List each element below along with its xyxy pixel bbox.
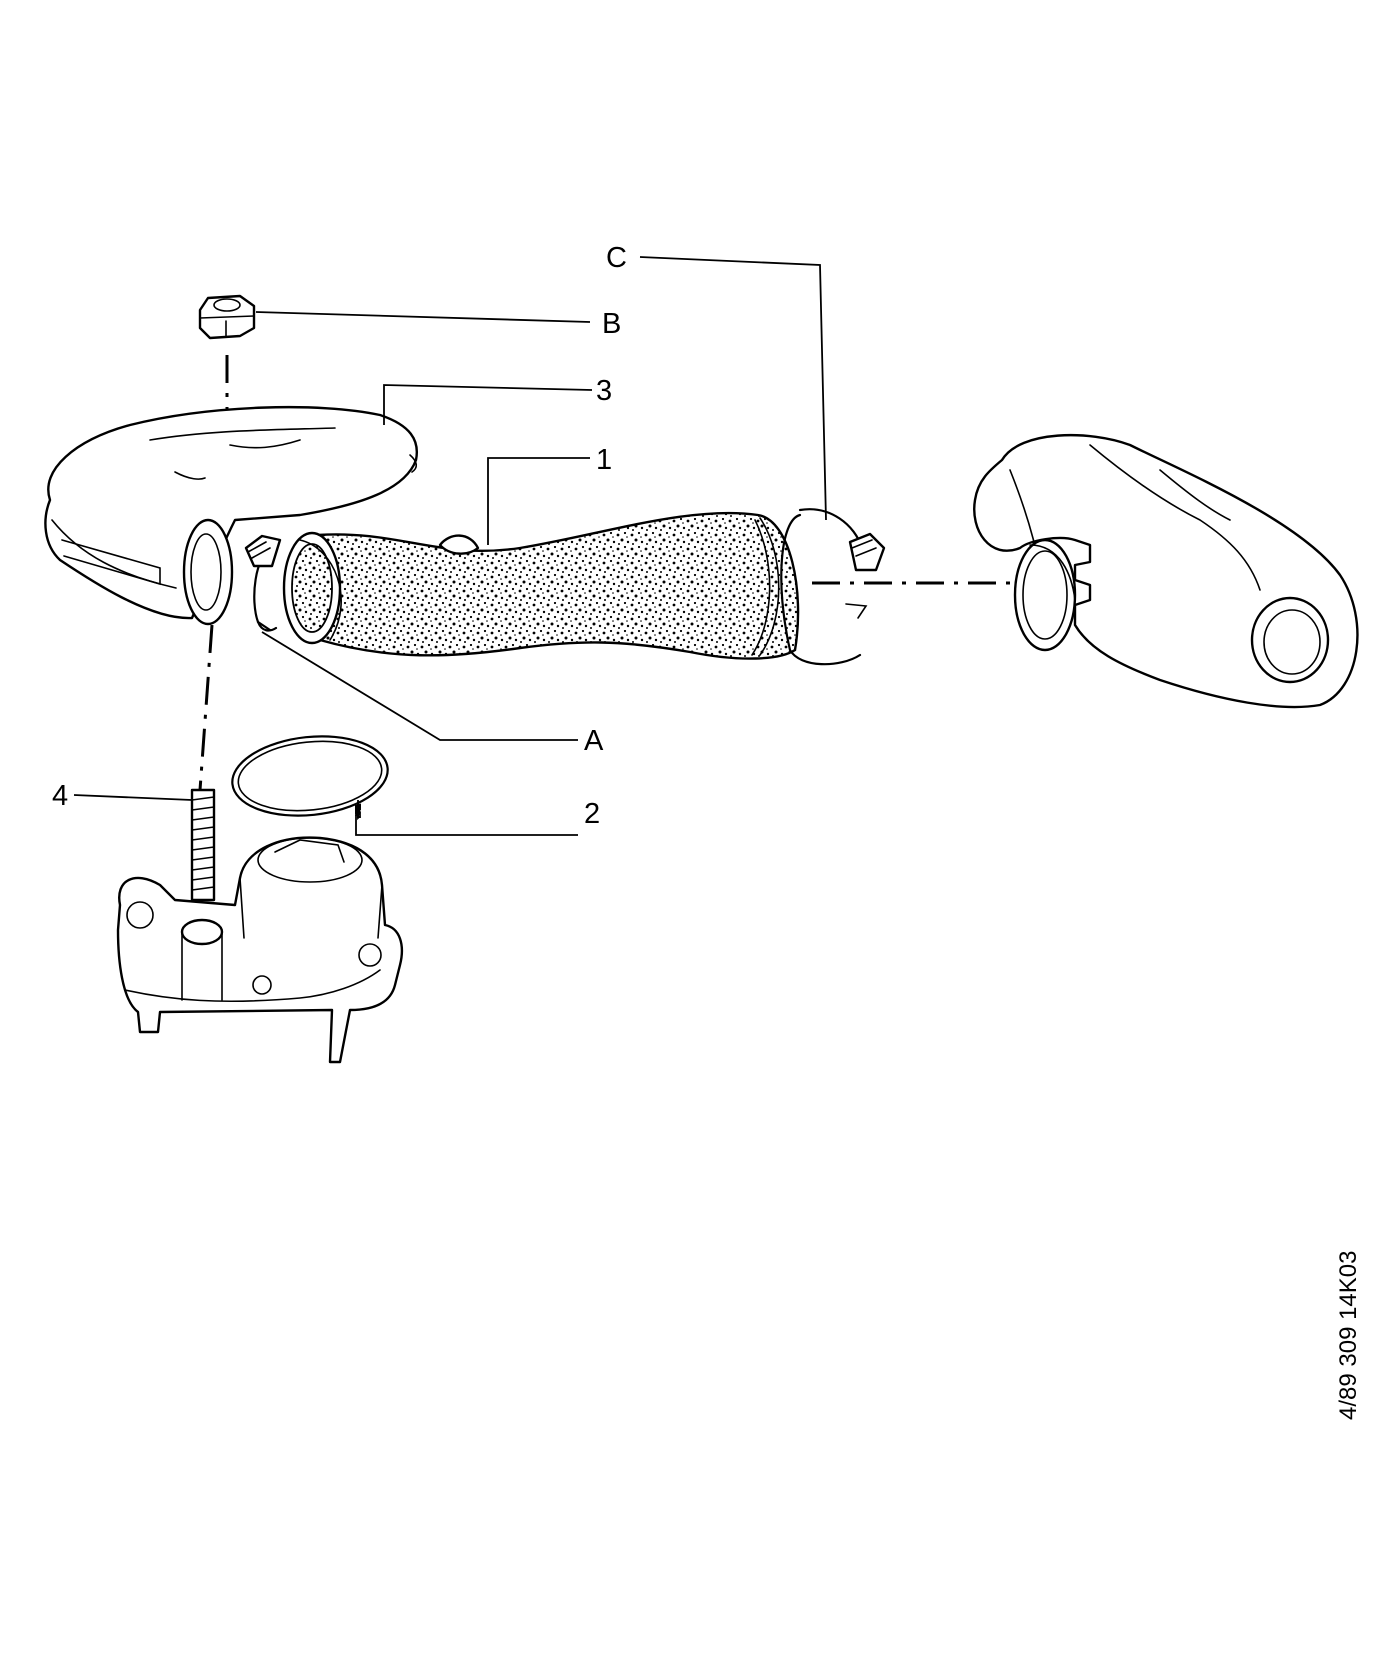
gasket-ring xyxy=(231,735,389,817)
leader-lines xyxy=(73,256,827,813)
reference-code: 4/89 309 14K03 xyxy=(1335,1251,1362,1421)
callout-c: C xyxy=(606,242,627,274)
intake-hose xyxy=(282,511,800,660)
air-filter-cover xyxy=(44,405,419,626)
leader-c xyxy=(639,256,827,521)
stud-axis-lower xyxy=(198,624,214,791)
threaded-stud xyxy=(190,788,216,902)
callout-a: A xyxy=(584,725,604,757)
leader-b xyxy=(255,311,591,323)
callout-3: 3 xyxy=(596,375,612,407)
leader-4 xyxy=(73,794,193,801)
leader-a xyxy=(261,631,578,741)
callout-4: 4 xyxy=(52,780,68,812)
hose-clip-left xyxy=(244,534,282,632)
leader-gasket-callout xyxy=(355,813,578,836)
carburettor-body xyxy=(116,836,404,1064)
hex-nut xyxy=(198,294,256,340)
callout-2: 2 xyxy=(584,798,600,830)
leader-1 xyxy=(487,457,590,545)
air-filter-housing xyxy=(973,434,1359,709)
callout-labels: C B 3 1 A 2 4 xyxy=(52,242,627,830)
leader-3 xyxy=(383,384,593,425)
hose-clip-right xyxy=(780,508,886,666)
callout-b: B xyxy=(602,308,621,340)
callout-1: 1 xyxy=(596,444,612,476)
